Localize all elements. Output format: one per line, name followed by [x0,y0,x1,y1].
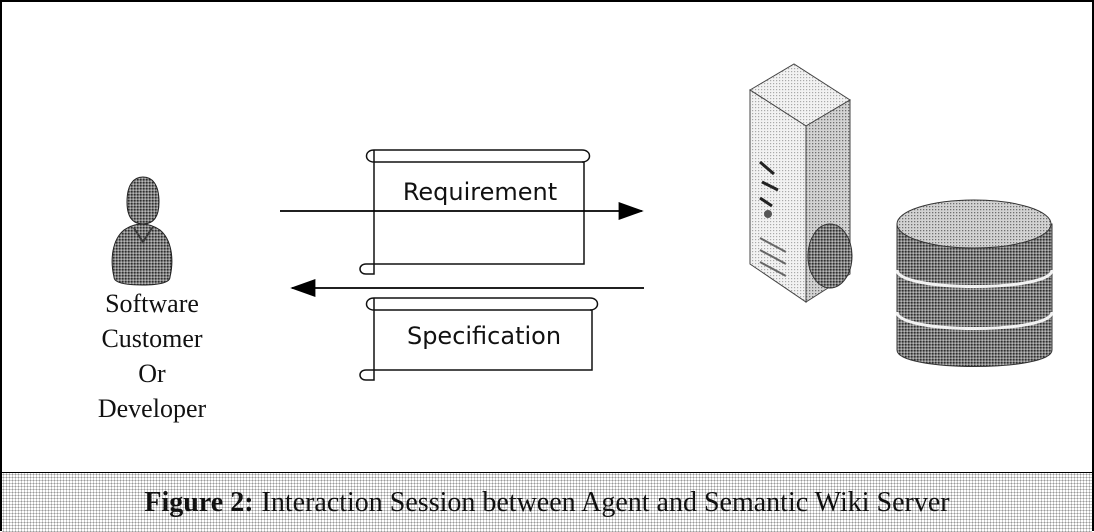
actor-label-line: Or [138,359,166,388]
caption-prefix: Figure 2: [144,486,254,518]
actor-label: Software Customer Or Developer [62,286,242,426]
person-icon [111,176,173,286]
specification-scroll-icon [359,297,599,381]
requirement-scroll-icon [359,149,591,275]
specification-message: Specification [359,297,599,381]
server-icon [749,63,853,303]
figure-caption: Figure 2: Interaction Session between Ag… [2,472,1092,532]
actor-label-line: Customer [101,324,203,353]
requirement-message: Requirement [359,149,591,275]
requirement-label: Requirement [403,178,557,206]
specification-label: Specification [407,322,561,350]
interaction-diagram: Requirement Specification [111,63,1054,381]
caption-text: Interaction Session between Agent and Se… [261,486,950,518]
actor-label-line: Developer [97,394,207,423]
actor-label-line: Software [105,289,199,318]
database-icon [895,199,1054,367]
